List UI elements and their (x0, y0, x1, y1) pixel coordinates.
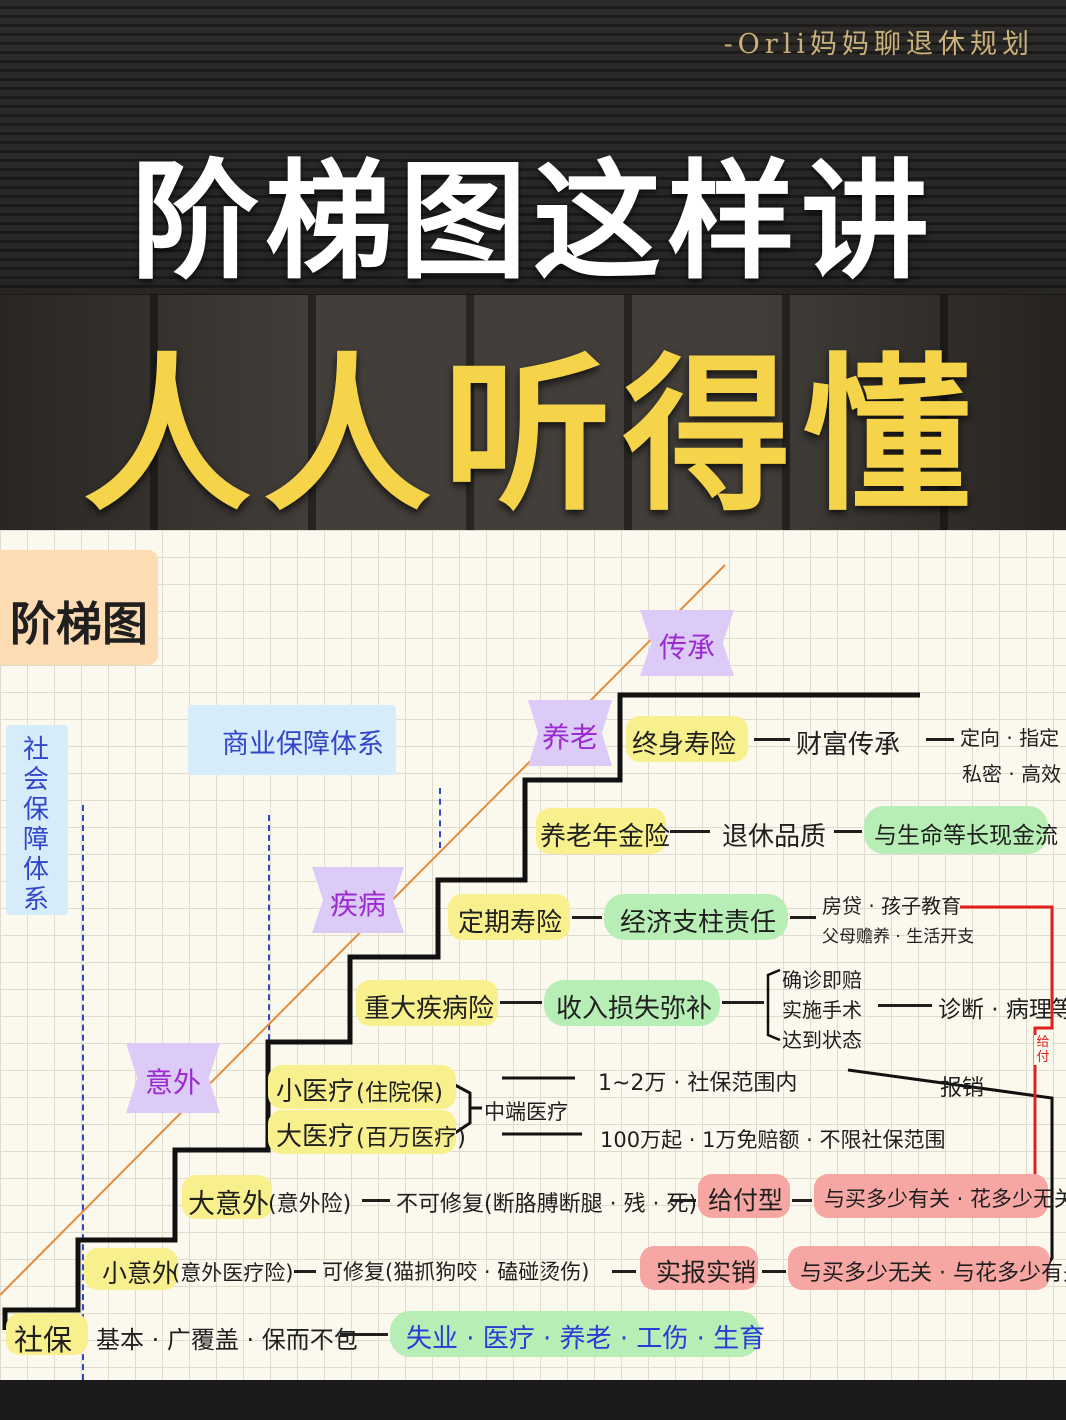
connector (670, 1199, 696, 1202)
small-medical-name: 小医疗 (276, 1077, 355, 1107)
term-life-note-2: 父母赡养 · 生活开支 (822, 927, 975, 947)
stage-tab-accident: 意外 (126, 1043, 220, 1113)
critical-illness-name: 重大疾病险 (364, 994, 495, 1024)
big-accident-type: (意外险) (268, 1192, 352, 1217)
connector (722, 1001, 764, 1004)
payout-label: 给付 (1034, 1035, 1052, 1065)
connector (790, 916, 816, 919)
small-accident-desc: 可修复(猫抓狗咬 · 磕碰烫伤) (322, 1260, 590, 1284)
mid-medical-label: 中端医疗 (484, 1100, 568, 1124)
condition-state: 达到状态 (782, 1028, 862, 1052)
connector (878, 1004, 932, 1007)
small-medical-highlight (268, 1065, 456, 1109)
connector (294, 1270, 316, 1273)
condition-surgery: 实施手术 (782, 998, 862, 1022)
term-life-name: 定期寿险 (458, 908, 563, 938)
connector (762, 1270, 786, 1273)
critical-illness-result: 诊断 · 病理等 (938, 997, 1066, 1023)
connector (834, 830, 862, 833)
commercial-system-box (188, 705, 396, 775)
pension-note: 与生命等长现金流 (874, 823, 1058, 849)
big-accident-note: 与买多少有关 · 花多少无关 (824, 1187, 1066, 1211)
small-accident-note-highlight (788, 1246, 1050, 1290)
whole-life-note-1: 定向 · 指定 (960, 726, 1060, 750)
stage-tab-illness: 疾病 (312, 867, 404, 933)
term-life-highlight (448, 894, 570, 940)
small-medical-type: (住院保) (356, 1080, 443, 1106)
social-system-box (6, 725, 68, 915)
pension-highlight (536, 808, 666, 854)
term-life-note-1: 房贷 · 孩子教育 (822, 894, 962, 918)
social-insurance-desc: 基本 · 广覆盖 · 保而不包 (96, 1326, 358, 1354)
connector (340, 1333, 388, 1336)
social-insurance-highlight (6, 1313, 88, 1355)
social-system-label: 社会保障体系 (22, 735, 49, 915)
reimburse-label: 报销 (940, 1076, 985, 1101)
big-accident-name: 大意外 (188, 1189, 269, 1220)
big-medical-type: (百万医疗) (356, 1125, 466, 1151)
diagram-heading: 阶梯图 (10, 597, 148, 651)
bottom-strip (0, 1380, 1066, 1420)
whole-life-desc: 财富传承 (796, 730, 901, 760)
term-life-desc-highlight (604, 894, 788, 940)
banner-background-panels (0, 295, 1066, 530)
small-accident-type: (意外医疗险) (172, 1261, 294, 1285)
critical-illness-highlight (356, 980, 498, 1026)
big-accident-method-highlight (698, 1174, 790, 1218)
staircase (2, 692, 920, 1330)
big-accident-method: 给付型 (708, 1186, 784, 1215)
critical-illness-desc: 收入损失弥补 (556, 994, 713, 1024)
term-life-desc: 经济支柱责任 (620, 908, 777, 938)
title-line-2: 人人听得懂 (83, 336, 983, 530)
divider-dash-3 (439, 788, 441, 848)
banner: -Orli妈妈聊退休规划 阶梯图这样讲 人人听得懂 (0, 0, 1066, 530)
title-line-1: 阶梯图这样讲 (130, 147, 935, 297)
small-accident-highlight (84, 1248, 178, 1290)
whole-life-highlight (626, 716, 748, 762)
connector (572, 916, 602, 919)
author-signature: -Orli妈妈聊退休规划 (723, 29, 1034, 60)
big-accident-note-highlight (814, 1174, 1048, 1218)
social-insurance-covers: 失业 · 医疗 · 养老 · 工伤 · 生育 (406, 1324, 766, 1354)
big-medical-name: 大医疗 (276, 1122, 355, 1152)
small-accident-method-highlight (640, 1246, 758, 1290)
whole-life-name: 终身寿险 (632, 730, 737, 760)
critical-illness-desc-highlight (544, 980, 720, 1026)
whole-life-note-2: 私密 · 高效 (962, 762, 1062, 786)
connector (670, 830, 710, 833)
big-accident-desc: 不可修复(断胳膊断腿 · 残 · 死) (396, 1192, 698, 1217)
divider-dash-1 (82, 805, 84, 1380)
small-accident-name: 小意外 (102, 1259, 178, 1288)
divider-dash-2 (268, 815, 270, 1070)
big-medical-note: 100万起 · 1万免赔额 · 不限社保范围 (600, 1128, 946, 1152)
connector (926, 738, 954, 741)
small-medical-note: 1~2万 · 社保范围内 (598, 1071, 798, 1096)
connector (612, 1270, 636, 1273)
pension-name: 养老年金险 (540, 822, 671, 852)
connector (362, 1199, 390, 1202)
illness-bracket (766, 968, 781, 1042)
social-insurance-name: 社保 (14, 1323, 73, 1357)
stage-tab-pension: 养老 (528, 700, 612, 766)
condition-diagnosis: 确诊即赔 (782, 968, 862, 992)
ladder-diagram: 阶梯图 社会保障体系 商业保障体系 意外 疾病 养老 传承 社保 基本 · 广 (0, 530, 1066, 1380)
social-insurance-covers-highlight (390, 1311, 760, 1357)
big-medical-highlight (268, 1110, 456, 1154)
small-accident-note: 与买多少无关 · 与花多少有关 (800, 1261, 1066, 1286)
heading-tag (0, 550, 158, 665)
small-accident-method: 实报实销 (656, 1258, 757, 1287)
commercial-system-label: 商业保障体系 (222, 729, 384, 760)
big-accident-highlight (182, 1175, 272, 1219)
pension-desc: 退休品质 (722, 822, 827, 852)
connector (754, 738, 790, 741)
connector (500, 1001, 542, 1004)
pension-note-highlight (864, 806, 1048, 854)
connector (792, 1199, 812, 1202)
stage-tab-inheritance: 传承 (640, 610, 734, 676)
